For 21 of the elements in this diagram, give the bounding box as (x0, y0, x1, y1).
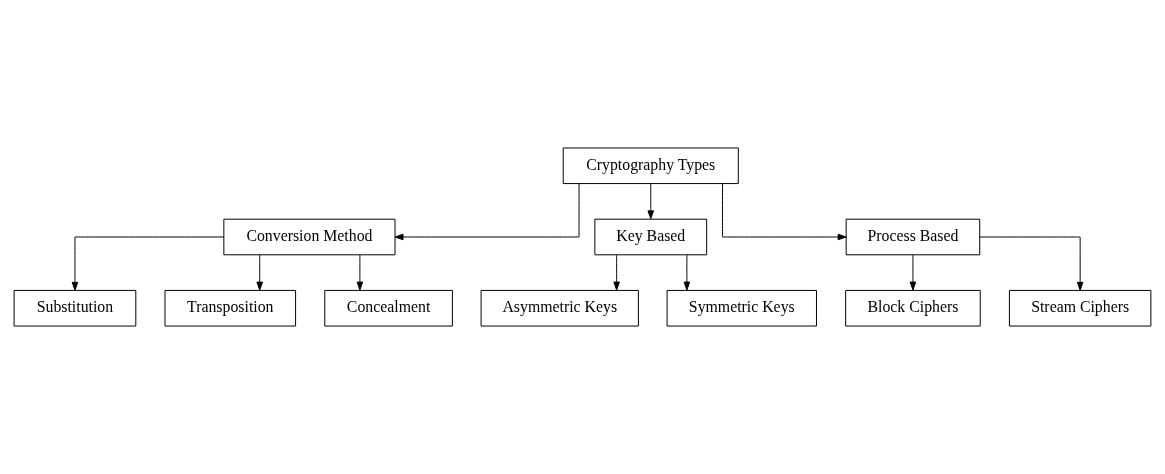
node-box: Key Based (594, 218, 708, 256)
arrow (979, 236, 1084, 291)
node-box: Stream Ciphers (1008, 289, 1152, 327)
node-box: Transposition (164, 289, 297, 327)
node-box: Conversion Method (223, 218, 396, 256)
arrow (394, 183, 580, 241)
node-box: Asymmetric Keys (480, 289, 639, 327)
node-box: Substitution (13, 289, 137, 327)
arrow (683, 254, 691, 291)
arrow (722, 183, 847, 241)
arrow (71, 236, 225, 291)
arrow (356, 254, 364, 291)
arrow (256, 254, 263, 291)
node-box: Process Based (845, 218, 981, 256)
arrow (613, 254, 620, 291)
node-box: Concealment (324, 289, 453, 327)
node-box: Cryptography Types (562, 147, 739, 185)
arrow (909, 254, 917, 291)
node-box: Block Ciphers (845, 289, 981, 327)
arrow (647, 183, 655, 220)
node-box: Symmetric Keys (666, 289, 817, 327)
